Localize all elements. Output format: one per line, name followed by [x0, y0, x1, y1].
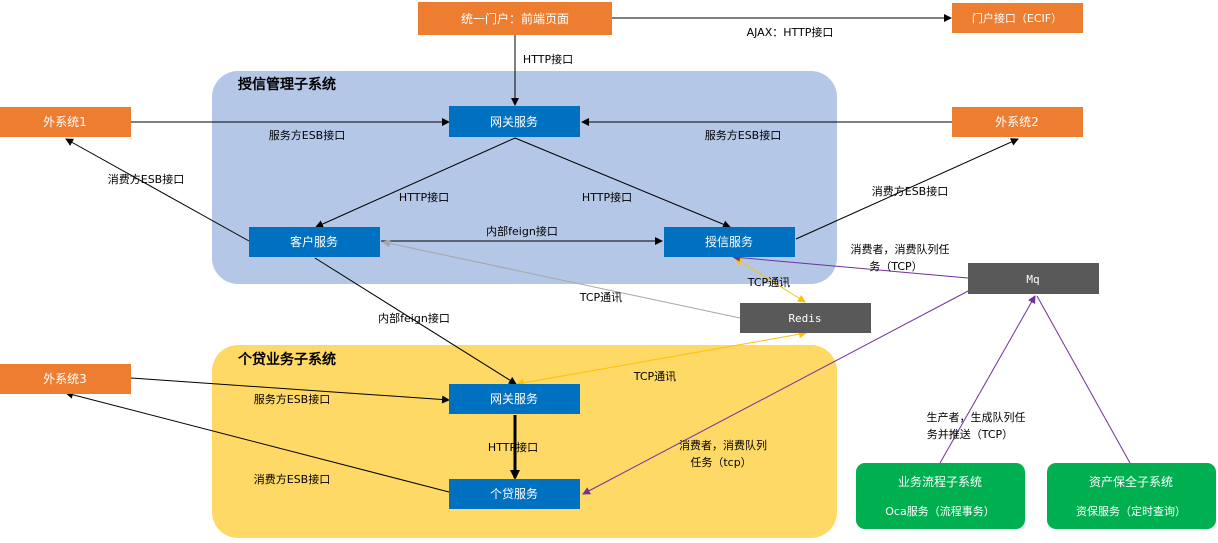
label-http-left: HTTP接口 — [399, 191, 449, 204]
ext3-label: 外系统3 — [43, 372, 87, 386]
loan-box — [449, 479, 580, 509]
label-tcp-redis-gateway: TCP通讯 — [633, 370, 676, 383]
label-producer-b: 务并推送（TCP） — [927, 427, 1013, 441]
label-esb-consumer-1: 消费方ESB接口 — [108, 172, 184, 186]
edge-workflow-to-mq — [939, 295, 1036, 464]
edge-loan-to-ext3 — [65, 390, 450, 493]
label-feign-inner: 内部feign接口 — [486, 224, 558, 238]
asset-title: 资产保全子系统 — [1089, 474, 1173, 489]
edge-mq-to-credit — [732, 253, 969, 279]
edge-gateway-to-credit — [514, 137, 731, 229]
label-consumer-queue-1a: 消费者，消费队列任 — [851, 242, 950, 256]
edge-credit-redis — [734, 257, 806, 303]
asset-sub: 资保服务（定时查询） — [1076, 504, 1186, 518]
edge-customer-to-ext1 — [65, 138, 250, 242]
gateway2-label: 网关服务 — [490, 391, 538, 406]
workflow-box — [856, 463, 1025, 529]
loan-label: 个贷服务 — [490, 486, 538, 501]
customer-label: 客户服务 — [290, 234, 338, 249]
credit-box — [664, 227, 795, 257]
label-esb-consumer-3: 消费方ESB接口 — [254, 472, 330, 486]
edge-gateway-to-customer — [315, 137, 516, 228]
portal-label: 统一门户：前端页面 — [461, 11, 569, 26]
gateway1-box — [449, 106, 580, 137]
label-http-loan: HTTP接口 — [488, 441, 538, 454]
label-tcp-redis-customer: TCP通讯 — [579, 291, 622, 304]
workflow-title: 业务流程子系统 — [898, 474, 982, 489]
label-feign-down: 内部feign接口 — [378, 311, 450, 325]
redis-label: Redis — [788, 312, 821, 325]
gateway1-label: 网关服务 — [490, 114, 538, 129]
edge-gateway2-redis — [516, 330, 807, 387]
credit-label: 授信服务 — [705, 234, 753, 249]
mq-box — [968, 263, 1099, 294]
gateway2-box — [449, 384, 580, 414]
edge-redis-to-customer — [382, 239, 741, 319]
label-consumer-queue-2b: 任务（tcp） — [690, 456, 751, 469]
ext2-label: 外系统2 — [995, 115, 1039, 129]
edge-credit-to-ext2 — [795, 138, 1019, 240]
mq-label: Mq — [1026, 273, 1039, 286]
label-consumer-queue-2a: 消费者，消费队列 — [679, 438, 767, 452]
workflow-sub: Oca服务（流程事务） — [885, 504, 994, 518]
ext1-box — [0, 107, 131, 137]
edge-mq-to-loan — [582, 289, 971, 495]
group-credit-title: 授信管理子系统 — [238, 76, 336, 93]
label-esb-provider-1: 服务方ESB接口 — [269, 128, 345, 142]
edge-ext3-to-gateway2 — [130, 377, 450, 404]
label-http-top: HTTP接口 — [523, 53, 573, 66]
ext1-label: 外系统1 — [43, 115, 87, 129]
ext3-box — [0, 364, 131, 394]
portal-api-box — [952, 3, 1083, 33]
group-loan-title: 个贷业务子系统 — [237, 351, 336, 368]
label-producer-a: 生产者，生成队列任 — [927, 410, 1026, 424]
label-http-right: HTTP接口 — [582, 191, 632, 204]
edge-asset-to-mq — [1036, 295, 1131, 464]
portal-api-label: 门户接口（ECIF） — [972, 11, 1062, 25]
group-personal-loan — [212, 345, 837, 538]
label-tcp-redis-credit: TCP通讯 — [747, 276, 790, 289]
label-ajax: AJAX：HTTP接口 — [747, 26, 834, 39]
customer-box — [249, 227, 380, 257]
redis-box — [740, 303, 871, 333]
label-esb-provider-2: 服务方ESB接口 — [705, 128, 781, 142]
label-esb-consumer-2: 消费方ESB接口 — [872, 184, 948, 198]
portal-box — [418, 2, 612, 35]
label-esb-provider-3: 服务方ESB接口 — [254, 392, 330, 406]
ext2-box — [952, 107, 1083, 137]
asset-box — [1047, 463, 1216, 529]
edge-customer-to-gateway2 — [314, 257, 517, 385]
label-consumer-queue-1b: 务（TCP） — [869, 260, 922, 273]
